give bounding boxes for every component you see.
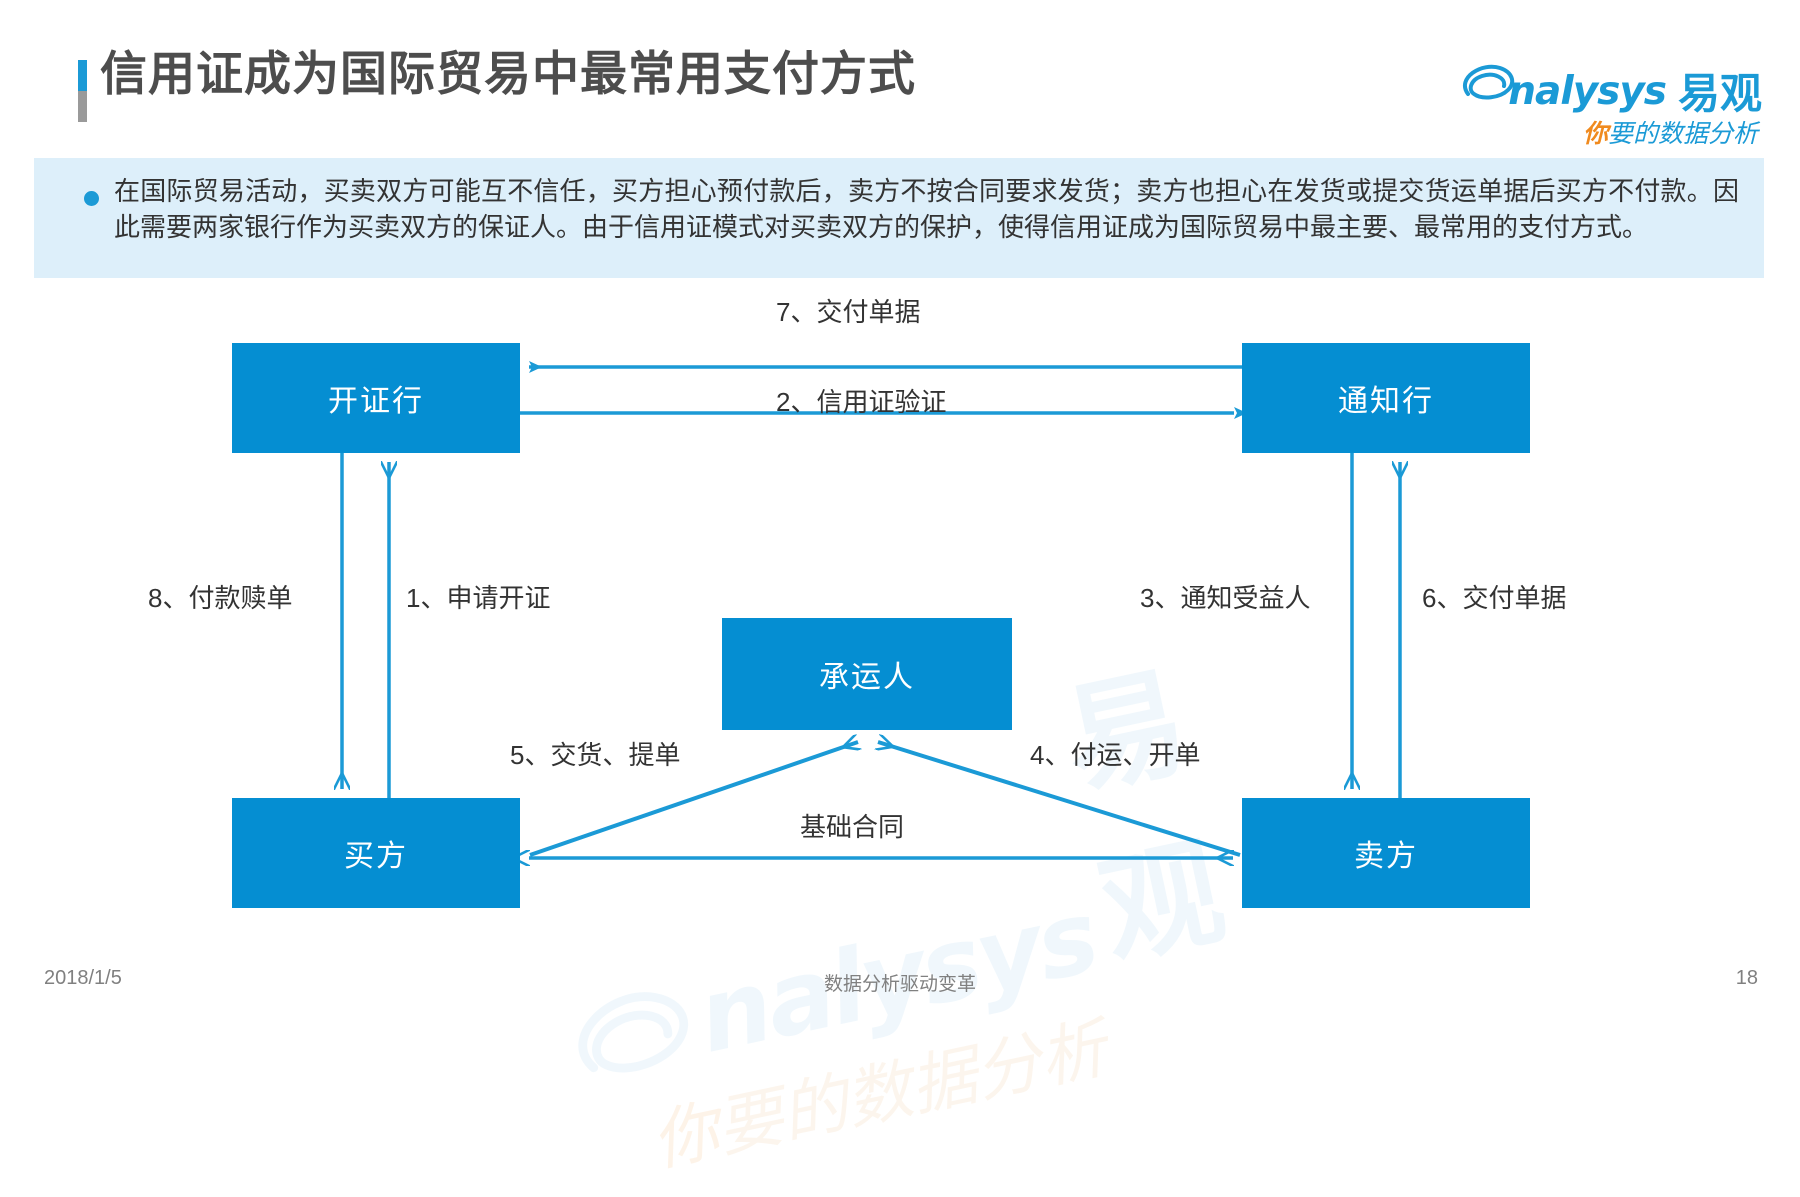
title-accent-bar-blue [78,60,87,91]
edge-label-step6: 6、交付单据 [1422,583,1567,613]
flow-diagram: nalysys 易观 你要的数据分析 [0,280,1800,1179]
footer-page-number: 18 [1735,967,1758,989]
watermark-tagline-accent: 你 [645,1092,726,1179]
edge-label-step7: 7、交付单据 [776,297,921,327]
intro-paragraph: 在国际贸易活动，买卖双方可能互不信任，买方担心预付款后，卖方不按合同要求发货；卖… [114,176,1739,242]
logo-main-row: nalysys 易观 [1442,62,1762,119]
bullet-icon [84,191,99,206]
analysys-logo: nalysys 易观 你要的数据分析 [1442,62,1762,154]
edge-label-step8: 8、付款赎单 [148,583,293,613]
node-carrier[interactable]: 承运人 [722,618,1012,730]
slide-footer: 2018/1/5 数据分析驱动变革 18 [0,955,1800,1013]
logo-wordmark: nalysys [1508,69,1667,114]
page-title: 信用证成为国际贸易中最常用支付方式 [100,47,916,100]
edge-label-step3: 3、通知受益人 [1140,583,1311,613]
node-buyer[interactable]: 买方 [232,798,520,908]
diagram-connectors [0,361,1800,940]
node-issuing-bank[interactable]: 开证行 [232,343,520,453]
intro-callout: 在国际贸易活动，买卖双方可能互不信任，买方担心预付款后，卖方不按合同要求发货；卖… [34,158,1764,278]
logo-tagline: 你要的数据分析 [1583,114,1758,150]
edge-label-base-contract: 基础合同 [800,812,905,842]
edge-label-step5: 5、交货、提单 [510,740,681,770]
edge-label-step1: 1、申请开证 [406,583,551,613]
node-seller[interactable]: 卖方 [1242,798,1530,908]
slide-header: 信用证成为国际贸易中最常用支付方式 nalysys 易观 你要的数据分析 [0,28,1800,148]
footer-tagline: 数据分析驱动变革 [823,974,976,995]
logo-swoosh-icon [1463,64,1515,100]
logo-brand-cn: 易观 [1677,69,1762,119]
title-accent-bar-gray [78,91,87,122]
logo-tagline-accent: 你 [1582,119,1608,148]
edge-label-step2: 2、信用证验证 [776,387,947,417]
slide-root: 信用证成为国际贸易中最常用支付方式 nalysys 易观 你要的数据分析 在国际… [0,28,1800,1179]
edge-step4 [878,742,1241,857]
node-advising-bank[interactable]: 通知行 [1242,343,1530,453]
title-accent-bar [78,60,87,122]
edge-label-step4: 4、付运、开单 [1030,740,1201,770]
footer-date: 2018/1/5 [44,967,122,989]
edge-step5 [529,742,858,857]
watermark-tagline-rest: 要的数据分析 [709,1010,1113,1166]
logo-tagline-rest: 要的数据分析 [1607,119,1758,148]
